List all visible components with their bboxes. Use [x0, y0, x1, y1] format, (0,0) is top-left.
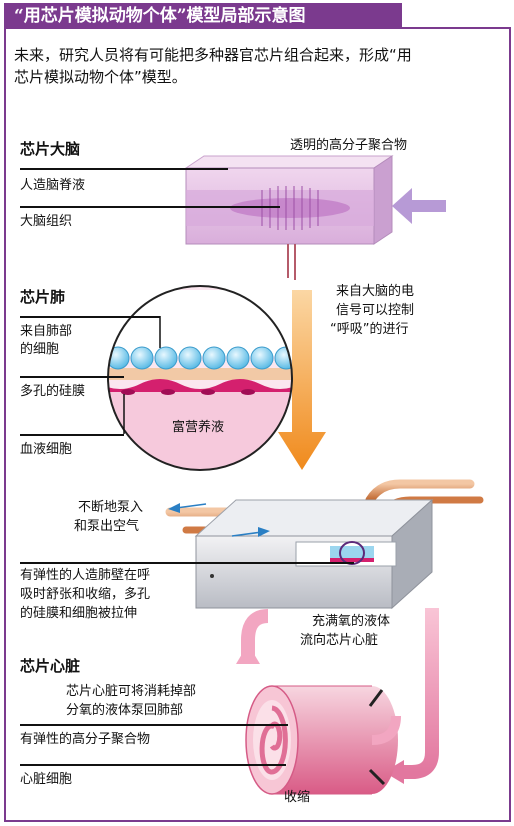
return-flow-arrow — [241, 609, 269, 660]
lung-cells-label-2: 的细胞 — [20, 342, 60, 357]
nutrient-label: 富营养液 — [172, 420, 225, 435]
title-bar — [4, 3, 402, 29]
oxygen-label-1: 充满氧的液体 — [312, 614, 391, 629]
lung-device — [165, 479, 484, 610]
heart-heading: 芯片心脏 — [20, 657, 81, 675]
csf-label: 人造脑脊液 — [20, 178, 86, 193]
content-border — [4, 27, 511, 822]
lung-heading: 芯片肺 — [20, 288, 66, 306]
pump-label-1: 不断地泵入 — [78, 500, 144, 515]
heart-cells-label: 心脏细胞 — [20, 772, 73, 787]
heart-polymer-leader — [20, 724, 288, 726]
membrane-label: 多孔的硅膜 — [20, 384, 86, 399]
wall-label-2: 吸时舒张和收缩，多孔 — [20, 587, 151, 602]
return-label-2: 分氧的液体泵回肺部 — [66, 703, 184, 718]
oxygen-label-2: 流向芯片心脏 — [300, 633, 379, 648]
tissue-leader — [20, 206, 280, 208]
zoom-target-ring — [339, 541, 365, 565]
air-flow-arrows — [168, 503, 270, 537]
heart-polymer-label: 有弹性的高分子聚合物 — [20, 732, 151, 747]
title-underline — [4, 27, 511, 29]
tissue-label: 大脑组织 — [20, 214, 73, 229]
blood-cells — [121, 389, 255, 395]
csf-leader — [20, 168, 228, 170]
contract-label: 收缩 — [284, 790, 311, 805]
return-label-1: 芯片心脏可将消耗掉部 — [66, 684, 197, 699]
wall-leader — [20, 562, 354, 564]
wall-label-1: 有弹性的人造肺壁在呼 — [20, 568, 151, 583]
brain-heading: 芯片大脑 — [20, 140, 81, 158]
signal-label-3: “呼吸”的进行 — [330, 322, 409, 337]
signal-arrow — [278, 290, 326, 470]
pump-label-2: 和泵出空气 — [74, 519, 140, 534]
brain-chip — [184, 155, 394, 280]
blood-leader — [20, 434, 124, 436]
polymer-label: 透明的高分子聚合物 — [290, 138, 408, 153]
signal-label-2: 信号可以控制 — [336, 303, 415, 318]
blood-label: 血液细胞 — [20, 442, 73, 457]
neuron-fibers — [261, 186, 319, 230]
heart-chip — [245, 685, 398, 795]
lung-cells-leader — [20, 316, 160, 318]
wall-label-3: 的硅膜和细胞被拉伸 — [20, 606, 138, 621]
heart-cells-leader — [20, 764, 286, 766]
heart-outflow-arrow — [371, 715, 401, 745]
oxygen-flow-arrow — [398, 608, 439, 779]
intro-text: 未来，研究人员将有可能把多种器官芯片组合起来，形成“用芯片模拟动物个体”模型。 — [14, 46, 412, 86]
lung-magnifier — [107, 285, 293, 471]
csf-inflow-arrow — [392, 188, 446, 224]
membrane-leader — [20, 376, 124, 378]
lung-cells-label-1: 来自肺部 — [20, 324, 73, 339]
diagram-title: “用芯片模拟动物个体”模型局部示意图 — [14, 6, 306, 26]
signal-label-1: 来自大脑的电 — [336, 284, 415, 299]
